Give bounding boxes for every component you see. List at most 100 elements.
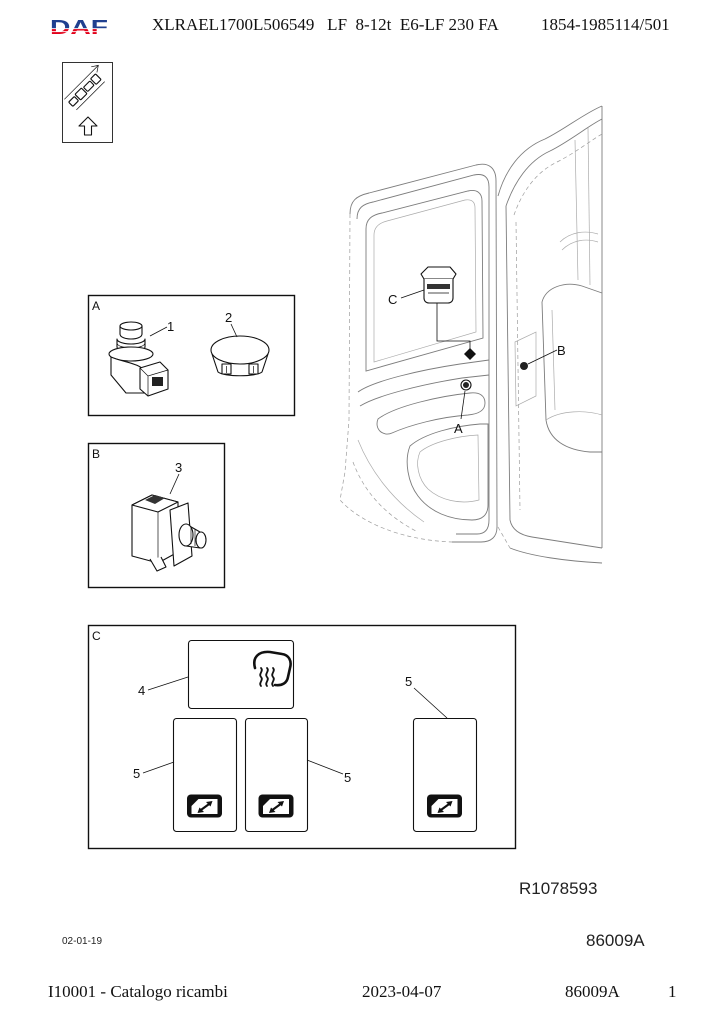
cab-grab-handle <box>559 231 599 243</box>
switch-c-body <box>423 279 454 304</box>
power-window-icon <box>426 794 463 818</box>
door-lower-seal <box>352 461 419 533</box>
detail-a-frame <box>87 294 296 417</box>
power-window-icon <box>186 794 223 818</box>
item-1-leader <box>149 326 168 337</box>
detail-a-title: A <box>92 299 100 313</box>
door-armrest <box>376 392 486 435</box>
door-window-frame <box>373 199 477 363</box>
callout-c-leader <box>400 289 425 299</box>
group-icon-part <box>83 80 95 92</box>
item-1-label: 1 <box>167 319 174 334</box>
detail-a: A 1 2 <box>87 294 296 417</box>
group-icon-part <box>74 87 88 101</box>
heat-wave <box>259 667 263 687</box>
item-5-left-label: 5 <box>133 766 140 781</box>
heat-wave <box>271 667 275 687</box>
logo-stripe <box>48 31 110 33</box>
mirror-outline <box>253 650 292 687</box>
item-5-middle-label: 5 <box>344 770 351 785</box>
cab-a-pillar-outer <box>497 105 603 197</box>
cab-step-edge <box>497 526 511 549</box>
item-4-leader <box>147 676 189 691</box>
logo-stripe <box>48 28 110 30</box>
cab-seat-back <box>541 283 603 303</box>
catalog-title: I10001 - Catalogo ricambi <box>48 982 228 1001</box>
door-trim-line <box>357 359 490 393</box>
daf-logo-text: DAF <box>50 17 108 39</box>
detail-b-title: B <box>92 447 100 461</box>
item-4-label: 4 <box>138 683 145 698</box>
detail-b: B 3 <box>87 442 226 589</box>
cab-step <box>509 547 603 564</box>
item-3-leader <box>169 473 180 495</box>
part-1-connector-edge <box>139 367 169 396</box>
daf-logo: DAF <box>48 17 110 39</box>
cab-door-aperture <box>505 205 603 549</box>
switch-c-top <box>420 266 457 280</box>
page-number: 1 <box>668 982 677 1001</box>
item-5-middle-leader <box>306 759 344 775</box>
callout-a-marker <box>463 382 469 388</box>
door-trim-line <box>359 374 490 407</box>
detail-c: C 4 5 5 5 <box>87 624 517 850</box>
door-inner-edge <box>356 174 490 535</box>
group-icon-part <box>90 73 102 85</box>
vehicle-spec: XLRAEL1700L506549 LF 8-12t E6-LF 230 FA <box>152 15 499 34</box>
heat-wave <box>265 667 269 687</box>
item-3-label: 3 <box>175 460 182 475</box>
cab-a-pillar-inner <box>505 118 603 207</box>
callout-b-leader <box>527 349 558 365</box>
cab-seat-line <box>551 309 556 411</box>
detail-c-title: C <box>92 629 101 643</box>
switch-c-location-marker <box>464 348 476 360</box>
drawing-number: R1078593 <box>519 879 598 898</box>
switch-c-slot <box>427 284 450 289</box>
part-3-switch <box>131 494 207 572</box>
cab-seat-cushion <box>545 411 603 421</box>
illustration-code: 86009A <box>586 931 645 950</box>
cab-pillar-line <box>587 127 591 286</box>
callout-a-label: A <box>454 421 463 436</box>
part-3-clip <box>145 495 165 504</box>
detail-c-frame <box>87 624 517 850</box>
item-5-right-leader <box>413 687 448 719</box>
heated-mirror-icon <box>253 650 292 687</box>
date-code: 02-01-19 <box>62 936 103 947</box>
part-3-lug <box>149 556 167 572</box>
footer-illustration-code: 86009A <box>565 982 620 1001</box>
cab-door-seal-vertical <box>515 221 521 511</box>
group-icon-arrowhead <box>91 64 99 73</box>
part-3-knob <box>178 523 194 547</box>
door-outer-edge <box>349 163 498 543</box>
detail-b-frame <box>87 442 226 589</box>
group-icon-line <box>76 81 105 111</box>
door-hidden-edge <box>339 213 453 543</box>
callout-b-label: B <box>557 343 566 358</box>
assembly-group-icon <box>62 62 113 143</box>
callout-a-leader <box>460 390 466 420</box>
group-icon-parts <box>64 64 105 111</box>
item-5-right-label: 5 <box>405 674 412 689</box>
part-1-connector-slot <box>152 377 163 386</box>
catalog-date: 2023-04-07 <box>362 982 442 1001</box>
part-3-knob-end <box>195 531 207 549</box>
cab-door-seal <box>513 133 603 216</box>
part-2-cap <box>210 335 270 377</box>
item-5-left-leader <box>142 761 175 774</box>
part-1-plunger-top <box>119 321 143 331</box>
part-1-door-contact-switch <box>108 321 169 397</box>
power-window-icon <box>258 794 294 818</box>
cab-pillar-line <box>574 139 579 281</box>
group-icon-part <box>68 96 79 107</box>
group-icon-line <box>64 65 99 100</box>
document-reference: 1854-1985114/501 <box>541 15 670 34</box>
cab-pillar-panel <box>514 331 537 407</box>
cab-seat-side <box>541 301 602 453</box>
item-2-leader <box>230 323 238 338</box>
cab-door-drawing <box>339 105 603 564</box>
door-lower-trim <box>357 439 425 523</box>
part-3-knob-grip <box>190 527 196 546</box>
overview-switch-c <box>420 266 457 304</box>
